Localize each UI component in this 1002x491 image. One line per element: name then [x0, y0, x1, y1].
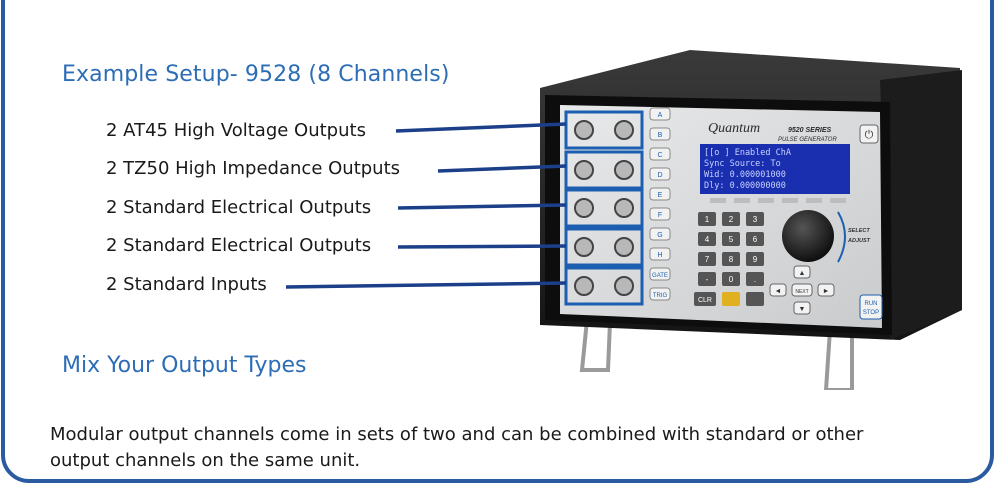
- channel-f-button[interactable]: [649, 207, 671, 221]
- section-subtitle: Mix Your Output Types: [62, 353, 307, 378]
- channel-g-button[interactable]: [649, 227, 671, 241]
- channel-g-label: G: [657, 232, 662, 239]
- output-item-1: 2 AT45 High Voltage Outputs: [106, 120, 366, 141]
- nav-right-icon: ►: [823, 288, 830, 295]
- gate-button[interactable]: [649, 267, 671, 281]
- channel-c-label: C: [657, 152, 662, 159]
- nav-up-icon: ▲: [799, 270, 806, 277]
- softkeys: [710, 198, 846, 203]
- channel-e-label: E: [658, 192, 663, 199]
- model-label: PULSE GENERATOR: [778, 137, 837, 143]
- power-button[interactable]: [859, 124, 879, 144]
- key-8[interactable]: [722, 252, 740, 266]
- bnc-connectors: [574, 120, 634, 296]
- output-item-2: 2 TZ50 High Impedance Outputs: [106, 158, 401, 179]
- adjust-knob[interactable]: [782, 210, 834, 262]
- key-dot-label: .: [754, 275, 756, 284]
- nav-up-button[interactable]: [793, 265, 811, 279]
- key-9[interactable]: [746, 252, 764, 266]
- nav-down-button[interactable]: [793, 301, 811, 315]
- section-title: Example Setup- 9528 (8 Channels): [62, 62, 450, 87]
- pulse-generator-image: A B C D E F G H GATE TRIG Quantum 9520 S…: [540, 50, 962, 390]
- nav-next-button[interactable]: [791, 283, 813, 297]
- nav-left-icon: ◄: [775, 288, 782, 295]
- key-1-label: 1: [705, 215, 710, 224]
- nav-next-label: NEXT: [795, 289, 808, 295]
- key-8-label: 8: [729, 255, 734, 264]
- left-leg: [579, 309, 612, 372]
- trig-button[interactable]: [649, 287, 671, 301]
- channel-a-label: A: [658, 112, 663, 119]
- case-side: [880, 70, 962, 340]
- key-7[interactable]: [698, 252, 716, 266]
- knob-select-label: SELECT: [848, 228, 870, 234]
- knob-adjust-label: ADJUST: [847, 238, 871, 244]
- panel-frame: [1, 0, 994, 483]
- channel-h-button[interactable]: [649, 247, 671, 261]
- key-7-label: 7: [705, 255, 710, 264]
- key-2[interactable]: [722, 212, 740, 226]
- key-5[interactable]: [722, 232, 740, 246]
- key-6-label: 6: [753, 235, 758, 244]
- key-0[interactable]: [722, 272, 740, 286]
- channel-a-button[interactable]: [649, 107, 671, 121]
- key-6[interactable]: [746, 232, 764, 246]
- channel-d-label: D: [657, 172, 662, 179]
- knob-arc: [837, 211, 846, 263]
- key-9-label: 9: [753, 255, 758, 264]
- key-3-label: 3: [753, 215, 758, 224]
- right-leg: [823, 329, 854, 390]
- stop-label: STOP: [863, 310, 879, 316]
- key-minus[interactable]: [698, 272, 716, 286]
- channel-d-button[interactable]: [649, 167, 671, 181]
- nav-left-button[interactable]: [769, 283, 787, 297]
- key-minus-label: -: [706, 275, 709, 284]
- key-2-label: 2: [729, 215, 734, 224]
- display-line-1: [[o ] Enabled ChA: [704, 148, 791, 158]
- channel-f-label: F: [658, 212, 662, 219]
- nav-down-icon: ▼: [799, 306, 806, 313]
- key-3[interactable]: [746, 212, 764, 226]
- nav-right-button[interactable]: [817, 283, 835, 297]
- display-line-3: Wid: 0.000001000: [704, 170, 786, 180]
- key-1[interactable]: [698, 212, 716, 226]
- shift-button[interactable]: [722, 292, 740, 306]
- channel-b-button[interactable]: [649, 127, 671, 141]
- brand-logo: Quantum: [708, 121, 760, 136]
- output-item-5: 2 Standard Inputs: [106, 274, 267, 295]
- channel-h-label: H: [657, 252, 662, 259]
- channel-b-label: B: [658, 132, 663, 139]
- display-line-4: Dly: 0.000000000: [704, 181, 786, 191]
- key-4[interactable]: [698, 232, 716, 246]
- description-text: Modular output channels come in sets of …: [50, 424, 864, 471]
- output-item-3: 2 Standard Electrical Outputs: [106, 197, 372, 218]
- clr-label: CLR: [698, 297, 712, 304]
- lcd-display: [700, 144, 850, 194]
- key-5-label: 5: [729, 235, 734, 244]
- clr-button[interactable]: [694, 292, 716, 306]
- run-stop-button[interactable]: [859, 294, 883, 320]
- power-icon: ⏻: [865, 128, 874, 141]
- key-dot[interactable]: [746, 272, 764, 286]
- trig-label: TRIG: [653, 293, 668, 299]
- series-label: 9520 SERIES: [788, 127, 832, 134]
- enter-button[interactable]: [746, 292, 764, 306]
- channel-e-button[interactable]: [649, 187, 671, 201]
- channel-c-button[interactable]: [649, 147, 671, 161]
- output-item-4: 2 Standard Electrical Outputs: [106, 235, 372, 256]
- key-0-label: 0: [729, 275, 734, 284]
- gate-label: GATE: [652, 273, 668, 279]
- key-4-label: 4: [705, 235, 710, 244]
- run-label: RUN: [865, 301, 878, 307]
- display-line-2: Sync Source: To: [704, 159, 781, 169]
